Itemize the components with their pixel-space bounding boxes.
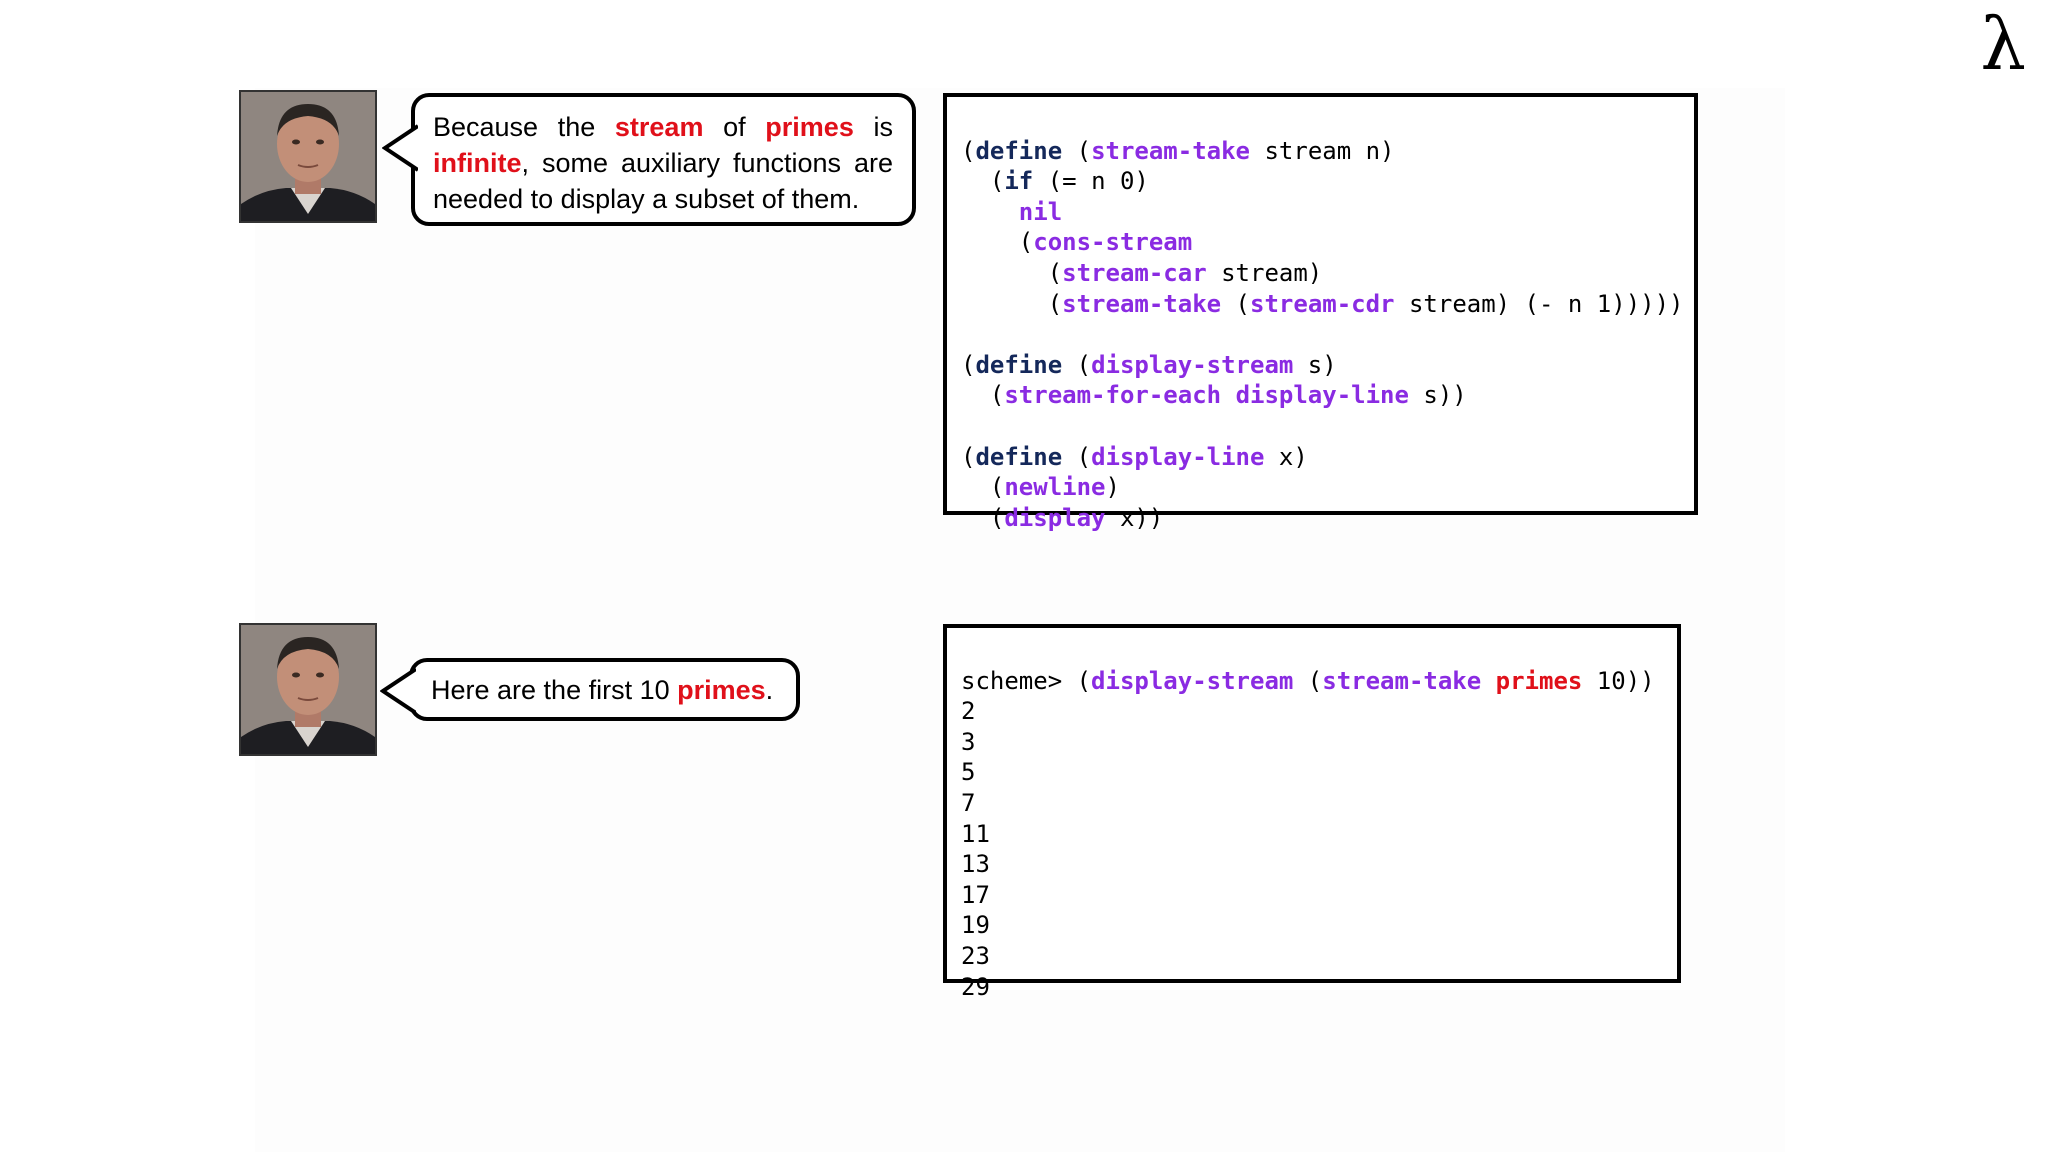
code-line: (define (stream-take stream n)	[961, 136, 1395, 165]
code-line: (stream-car stream)	[961, 258, 1323, 287]
repl-output-line: 2	[961, 697, 976, 726]
bubble-text-2: Here are the first 10 primes.	[431, 672, 773, 708]
code-block: (define (stream-take stream n) (if (= n …	[961, 105, 1684, 595]
repl-output-line: 3	[961, 727, 976, 756]
highlight-stream: stream	[614, 112, 704, 142]
bubble-text-1: Because the stream of primes is infinite…	[433, 109, 893, 217]
code-line: (newline)	[961, 473, 1120, 502]
repl-command-line: scheme> (display-stream (stream-take pri…	[961, 666, 1655, 695]
code-line-blank	[961, 411, 1684, 442]
repl-output-line: 17	[961, 880, 990, 909]
presenter-avatar-2	[239, 623, 377, 756]
speech-bubble-tail	[382, 124, 418, 172]
text-segment: .	[765, 675, 774, 705]
highlight-primes: primes	[765, 112, 854, 142]
code-line: (cons-stream	[961, 228, 1193, 257]
speech-bubble-1: Because the stream of primes is infinite…	[382, 93, 916, 226]
repl-output-line: 5	[961, 758, 976, 787]
code-line: (stream-take (stream-cdr stream) (- n 1)…	[961, 289, 1684, 318]
speech-bubble-2: Here are the first 10 primes.	[380, 658, 800, 721]
speech-bubble-tail	[380, 667, 416, 715]
code-line: (if (= n 0)	[961, 167, 1149, 196]
text-segment: Because the	[433, 112, 615, 142]
repl-output-panel: scheme> (display-stream (stream-take pri…	[943, 624, 1681, 1001]
code-definitions-panel: (define (stream-take stream n) (if (= n …	[943, 93, 1698, 532]
code-line: (display x))	[961, 503, 1164, 532]
text-segment: of	[703, 112, 766, 142]
repl-output-line: 23	[961, 941, 990, 970]
repl-output-line: 29	[961, 972, 990, 1001]
repl-block: scheme> (display-stream (stream-take pri…	[961, 635, 1655, 1063]
text-segment: , some auxiliary functions are needed to…	[433, 148, 893, 214]
presenter-portrait-icon	[241, 92, 375, 221]
highlight-primes: primes	[677, 675, 766, 705]
repl-prompt: scheme>	[961, 666, 1077, 695]
code-line: (stream-for-each display-line s))	[961, 381, 1467, 410]
highlight-infinite: infinite	[433, 148, 522, 178]
code-line: (define (display-line x)	[961, 442, 1308, 471]
code-line-blank	[961, 319, 1684, 350]
repl-output-line: 11	[961, 819, 990, 848]
lambda-logo: λ	[1980, 2, 2026, 86]
code-line: nil	[1018, 197, 1063, 226]
text-segment: Here are the first 10	[431, 675, 678, 705]
repl-output-line: 19	[961, 911, 990, 940]
code-line: (define (display-stream s)	[961, 350, 1337, 379]
repl-output-line: 7	[961, 788, 976, 817]
repl-output-line: 13	[961, 850, 990, 879]
text-segment: is	[853, 112, 893, 142]
presenter-avatar-1	[239, 90, 377, 223]
presenter-portrait-icon	[241, 625, 375, 754]
